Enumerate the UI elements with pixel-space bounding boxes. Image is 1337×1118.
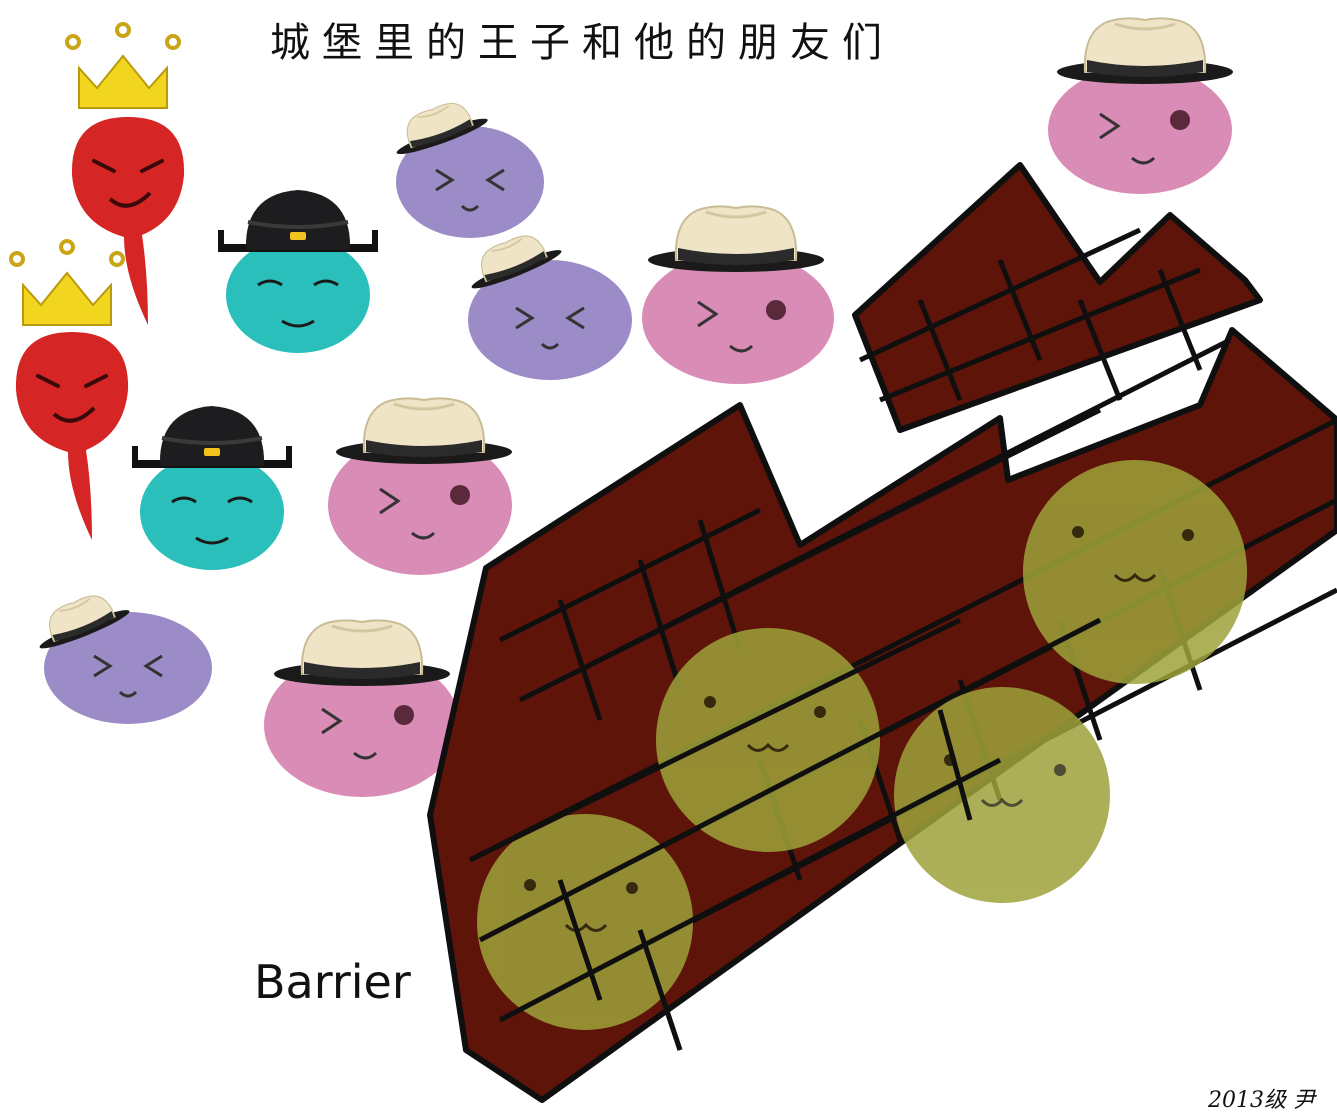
guard-hat-icon — [130, 404, 294, 470]
guard-character — [226, 237, 370, 353]
prisoner-character — [1023, 460, 1247, 684]
prisoner-character — [894, 687, 1110, 903]
prisoner-character — [477, 814, 693, 1030]
artist-signature: 2013级 尹 — [1208, 1088, 1315, 1113]
barrier-label: Barrier — [254, 955, 411, 1009]
straw-hat-icon — [1055, 16, 1235, 86]
friend-character — [44, 612, 212, 724]
friend-character — [642, 252, 834, 384]
friend-character — [264, 653, 460, 797]
guard-hat-icon — [216, 188, 380, 254]
straw-hat-icon — [334, 396, 514, 466]
friend-character — [468, 260, 632, 380]
king-crown-icon — [9, 239, 125, 327]
straw-hat-icon — [646, 204, 826, 274]
king-character — [71, 117, 185, 325]
friend-character — [1048, 66, 1232, 194]
page-title: 城堡里的王子和他的朋友们 — [270, 20, 894, 66]
king-character — [15, 332, 129, 540]
wall-overlay-lines — [468, 617, 1102, 1051]
prisoner-character — [656, 628, 880, 852]
friend-character — [396, 126, 544, 238]
straw-hat-icon — [272, 618, 452, 688]
friend-character — [328, 435, 512, 575]
king-crown-icon — [65, 22, 181, 110]
guard-character — [140, 454, 284, 570]
